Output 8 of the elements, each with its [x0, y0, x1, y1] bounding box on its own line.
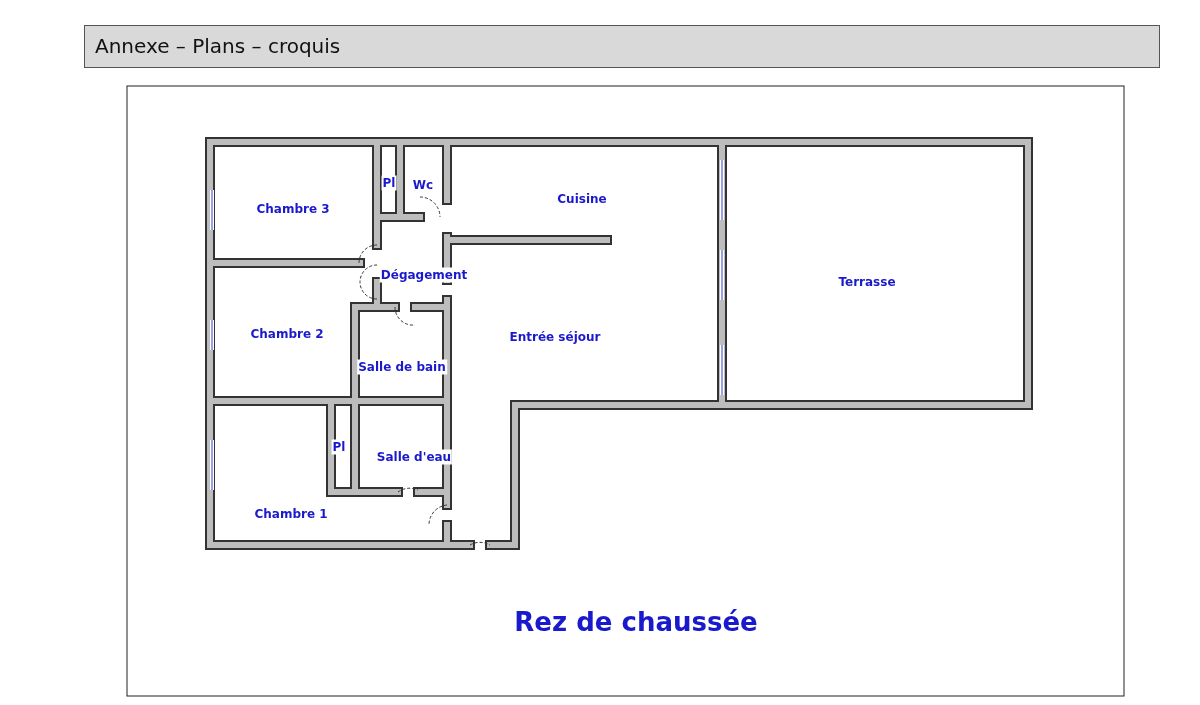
title-bar: Annexe – Plans – croquis: [84, 25, 1160, 68]
room-label: Dégagement: [379, 267, 469, 283]
room-label: Salle de bain: [357, 359, 447, 375]
room-label: Entrée séjour: [508, 329, 602, 345]
room-label: Pl: [331, 439, 347, 455]
room-label: Pl: [381, 175, 397, 191]
floor-caption: Rez de chaussée: [514, 607, 758, 637]
room-label: Salle d'eau: [375, 449, 453, 465]
